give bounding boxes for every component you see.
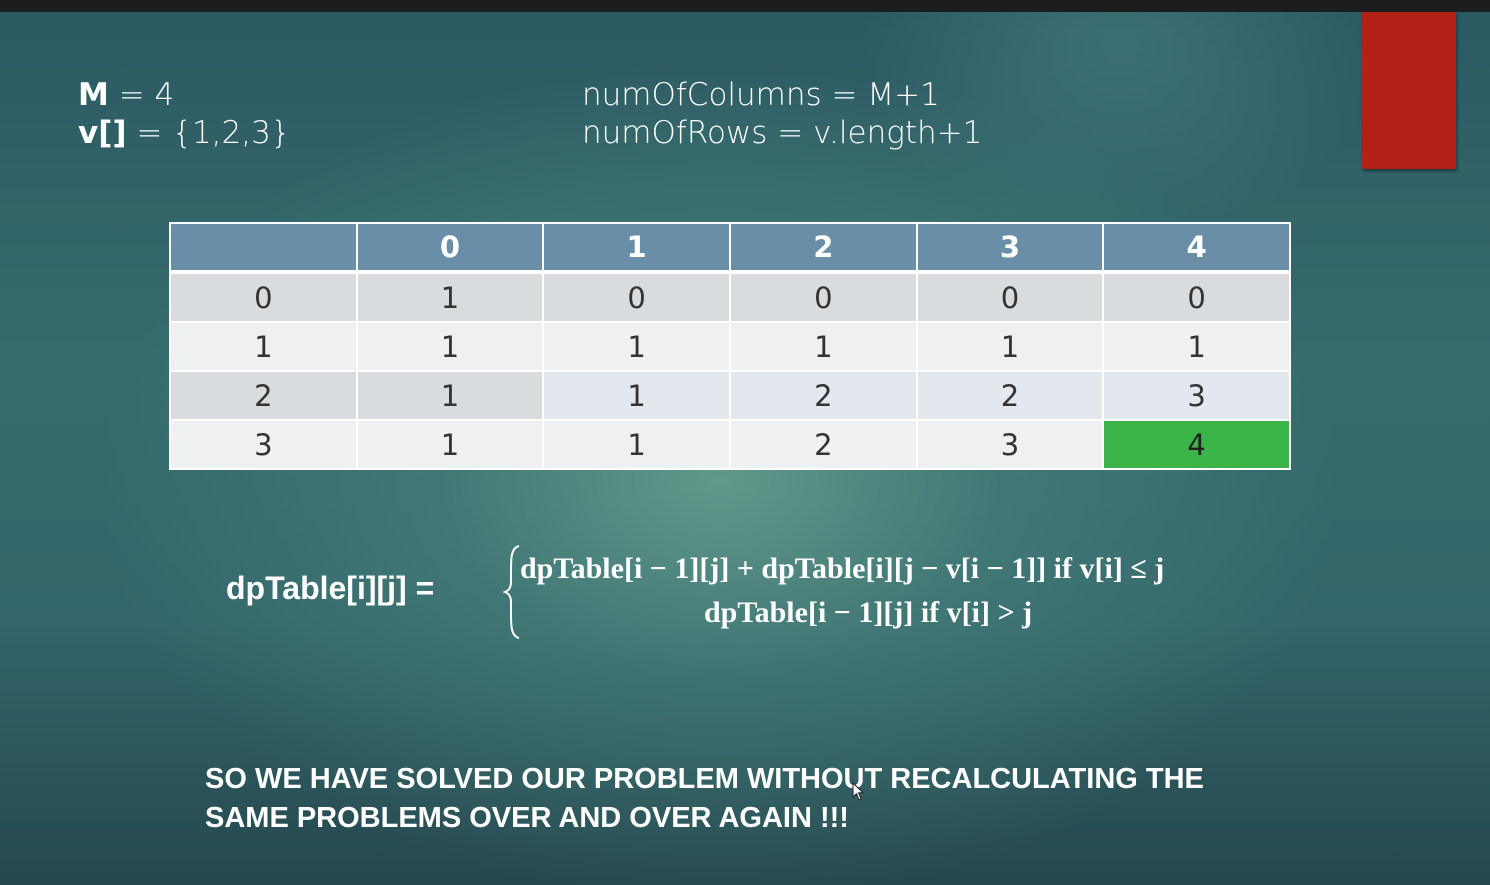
highlighted-result-cell: 4: [1102, 419, 1291, 470]
m-value: = 4: [108, 77, 175, 113]
table-cell: 1: [355, 419, 545, 470]
table-cell: 1: [542, 419, 731, 470]
table-cell: 1: [542, 321, 731, 372]
conclusion-line-2: SAME PROBLEMS OVER AND OVER AGAIN !!!: [205, 802, 849, 834]
v-definition: v[] = {1,2,3}: [78, 114, 291, 152]
dp-table: 0 1 2 3 4 0 1 0 0 0 0 1 1 1 1 1 1: [169, 222, 1291, 470]
formula-case-2: dpTable[i − 1][j] if v[i] > j: [704, 596, 1033, 629]
red-accent-block: [1362, 12, 1456, 169]
table-cell: 1: [355, 271, 545, 323]
column-header: 1: [542, 222, 731, 274]
m-label: M: [78, 77, 109, 113]
table-cell: 0: [728, 271, 918, 323]
presentation-slide: M = 4 v[] = {1,2,3} numOfColumns = M+1 n…: [0, 12, 1490, 885]
v-value: = {1,2,3}: [126, 115, 291, 151]
column-header: 4: [1102, 222, 1291, 274]
column-header: 3: [915, 222, 1105, 274]
table-cell: 3: [915, 419, 1105, 470]
row-header: 0: [169, 271, 358, 323]
table-cell: 0: [542, 271, 731, 323]
table-cell: 1: [728, 321, 918, 372]
table-cell: 2: [728, 419, 918, 470]
header-corner: [169, 222, 358, 274]
column-header: 2: [728, 222, 918, 274]
table-cell: 1: [542, 370, 731, 421]
table-cell: 3: [1102, 370, 1291, 421]
table-row: 2 1 1 2 2 3: [169, 370, 1291, 421]
given-values: M = 4 v[] = {1,2,3}: [78, 76, 291, 152]
left-brace-icon: [503, 545, 520, 639]
table-cell: 2: [728, 370, 918, 421]
conclusion-line-1: SO WE HAVE SOLVED OUR PROBLEM WITHOUT RE…: [205, 763, 1204, 795]
table-cell: 1: [355, 370, 545, 421]
table-dimensions: numOfColumns = M+1 numOfRows = v.length+…: [582, 76, 982, 152]
dp-table-header-row: 0 1 2 3 4: [169, 222, 1291, 274]
num-rows-text: numOfRows = v.length+1: [582, 115, 983, 151]
table-cell: 2: [915, 370, 1105, 421]
formula-lhs: dpTable[i][j] =: [226, 570, 435, 606]
row-header: 3: [169, 419, 358, 470]
table-cell: 0: [1102, 271, 1291, 323]
v-label: v[]: [78, 115, 127, 151]
table-cell: 0: [915, 271, 1105, 323]
conclusion-text: SO WE HAVE SOLVED OUR PROBLEM WITHOUT RE…: [205, 760, 1204, 838]
table-row: 1 1 1 1 1 1: [169, 321, 1291, 372]
table-row: 0 1 0 0 0 0: [169, 271, 1291, 323]
table-cell: 1: [915, 321, 1105, 372]
num-columns-text: numOfColumns = M+1: [582, 77, 940, 113]
m-definition: M = 4: [78, 76, 291, 114]
window-top-bar: [0, 0, 1490, 12]
row-header: 2: [169, 370, 358, 421]
formula-case-1: dpTable[i − 1][j] + dpTable[i][j − v[i −…: [520, 552, 1165, 585]
table-cell: 1: [1102, 321, 1291, 372]
table-row: 3 1 1 2 3 4: [169, 419, 1291, 470]
mouse-cursor-icon: [852, 782, 865, 801]
table-cell: 1: [355, 321, 545, 372]
column-header: 0: [355, 222, 545, 274]
recurrence-formula: dpTable[i][j] = dpTable[i − 1][j] + dpTa…: [226, 545, 1326, 652]
row-header: 1: [169, 321, 358, 372]
